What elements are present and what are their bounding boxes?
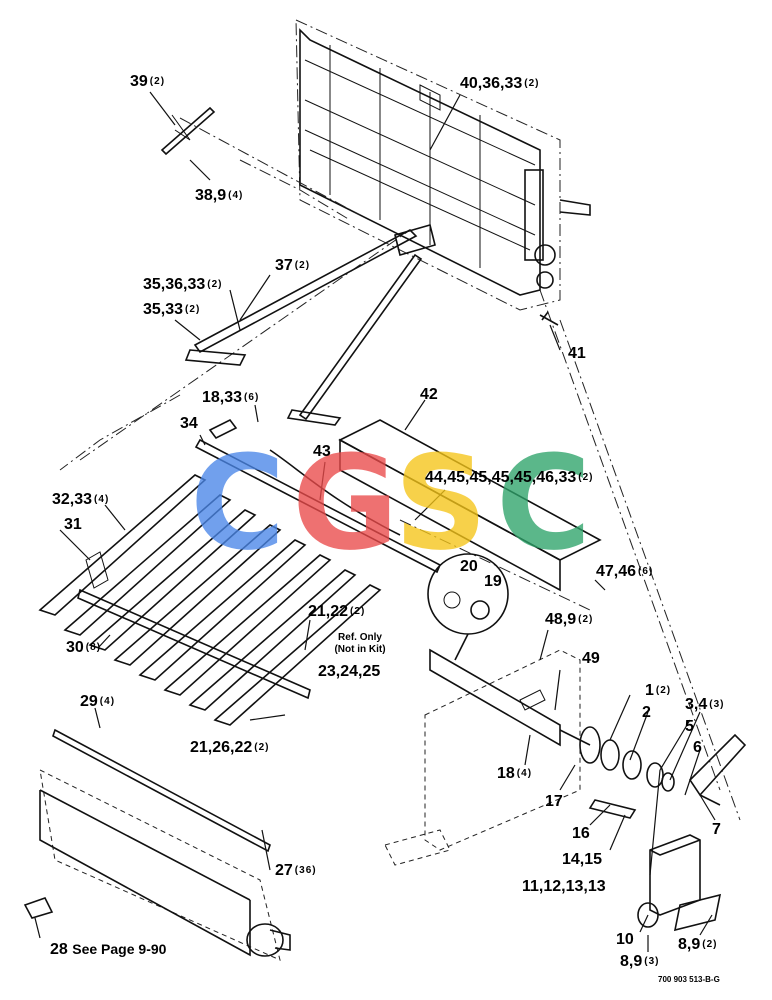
watermark-letter: C [190,440,285,560]
callout-17: 17 [545,793,563,810]
part-28-clip [23,897,54,919]
callout-30: 30(8) [66,639,102,656]
callout-37: 37(2) [275,257,311,274]
callout-42: 42 [420,386,438,403]
part-37-arms [184,224,436,426]
watermark-letter: S [394,440,488,560]
callout-7: 7 [712,821,721,838]
callout-20: 20 [460,558,478,575]
callout-16: 16 [572,825,590,842]
leader-lines [34,91,716,952]
callout-19: 19 [484,573,502,590]
part-42-cover [338,419,602,592]
part-43-rod [194,418,442,574]
callout-32-33: 32,33(4) [52,491,110,508]
watermark-letter: G [292,440,399,560]
callout-5: 5 [685,718,694,735]
callout-38-9: 38,9(4) [195,187,244,204]
callout-29: 29(4) [80,693,116,710]
callout-3-4: 3,4(3) [685,696,725,713]
part-41-pin [539,311,559,326]
callout-48-9: 48,9(2) [545,611,594,628]
callout-31: 31 [64,516,82,533]
callout-8-9-bottom: 8,9(3) [620,953,660,970]
callout-21-22-top: 21,22(2) [308,603,366,620]
drawing-number: 700 903 513-B-G [658,975,720,984]
part-30-fingers [38,474,382,726]
callout-2: 2 [642,704,651,721]
callout-49: 49 [582,650,600,667]
callout-14-15: 14,15 [562,851,603,868]
callout-18: 18(4) [497,765,533,782]
callout-40-36-33: 40,36,33(2) [460,75,540,92]
watermark-letter: C [496,440,591,560]
callout-18-33: 18,33(6) [202,389,260,406]
part-7-belt [688,733,747,806]
callout-1: 1(2) [645,682,672,699]
callout-28: 28 See Page 9-90 [50,941,167,958]
ref-only-note: Ref. Only(Not in Kit) [334,632,386,655]
part-39-bracket [160,106,216,156]
callout-23-24-25: 23,24,25 [318,663,381,680]
callout-6: 6 [693,739,702,756]
callout-27: 27(36) [275,862,317,879]
callout-43: 43 [313,443,331,460]
callout-44-45-46-33: 44,45,45,45,45,46,33(2) [425,469,594,486]
callout-8-9-right: 8,9(2) [678,936,718,953]
part-10-gearbox [637,834,722,932]
callout-47-46: 47,46(6) [596,563,654,580]
callout-39: 39(2) [130,73,166,90]
callout-35-36-33: 35,36,33(2) [143,276,223,293]
callout-10: 10 [616,931,634,948]
part-29-rail [39,728,291,961]
callout-41: 41 [568,345,586,362]
callout-35-33: 35,33(2) [143,301,201,318]
callout-11-12-13: 11,12,13,13 [522,878,606,895]
roller-shaft [427,553,561,747]
callout-21-26-22: 21,26,22(2) [190,739,270,756]
callout-34: 34 [180,415,198,432]
bearing-assembly [559,726,675,819]
side-panel [384,649,581,866]
